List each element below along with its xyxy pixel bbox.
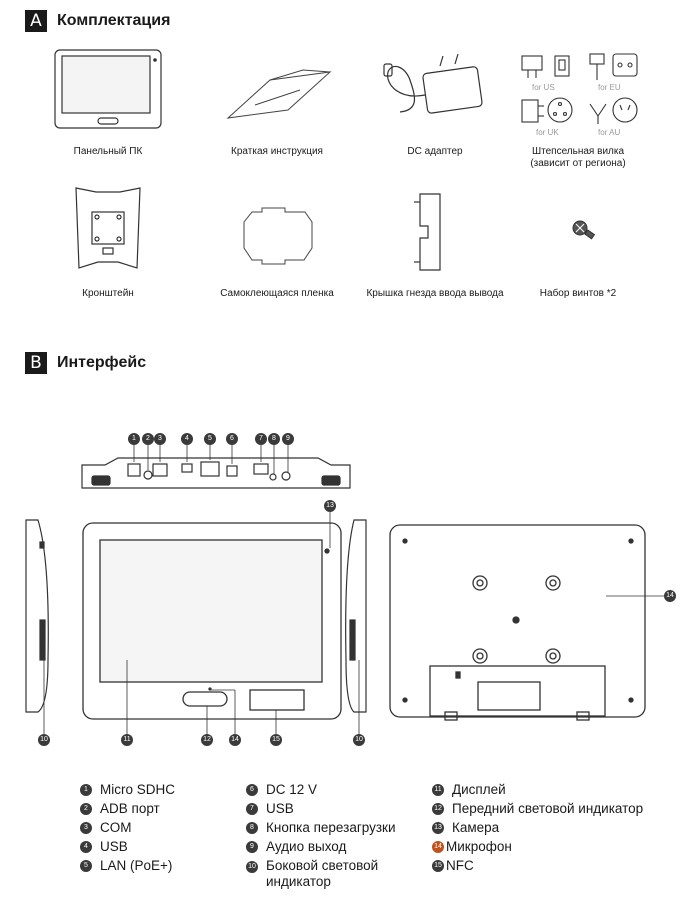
top-edge-view: [81, 457, 351, 489]
panel-pc-illustration: [54, 49, 162, 129]
right-side-view: [345, 519, 367, 713]
callout-marker: 4: [181, 433, 193, 445]
callout-marker: 14: [229, 734, 241, 746]
callout-marker: 11: [121, 734, 133, 746]
callout-marker: 7: [255, 433, 267, 445]
callout-marker: 2: [142, 433, 154, 445]
section-b-title: Интерфейс: [57, 354, 147, 371]
package-item-label: Краткая инструкция: [231, 146, 323, 157]
callout-marker: 9: [282, 433, 294, 445]
dc-adapter-illustration: [383, 53, 483, 114]
adhesive-film-illustration: [243, 207, 313, 265]
package-item-label: DC адаптер: [407, 146, 463, 157]
package-item-label: Панельный ПК: [73, 146, 143, 157]
package-item-label: Крышка гнезда ввода вывода: [366, 288, 504, 299]
callout-marker: 8: [268, 433, 280, 445]
section-a-header: A Комплектация: [25, 10, 170, 32]
plug-region-label: for AU: [598, 128, 621, 137]
callout-marker: 3: [154, 433, 166, 445]
callout-marker: 10: [38, 734, 50, 746]
package-item-label: Штепсельная вилка (зависит от региона): [530, 146, 626, 169]
package-item-label: Кронштейн: [82, 288, 134, 299]
callout-marker: 13: [324, 500, 336, 512]
callout-marker: 12: [201, 734, 213, 746]
quick-guide-illustration: [226, 69, 332, 119]
callout-marker: 6: [226, 433, 238, 445]
package-item-label: Самоклеющаяся пленка: [220, 288, 334, 299]
bracket-illustration: [75, 187, 141, 269]
callout-marker: 1: [128, 433, 140, 445]
front-view: [82, 522, 342, 720]
section-b-header: B Интерфейс: [25, 352, 146, 374]
section-b-letter: B: [25, 352, 47, 374]
plug-region-label: for UK: [536, 128, 559, 137]
back-view: [389, 524, 646, 721]
plug-set-illustration: [521, 53, 638, 124]
section-a-title: Комплектация: [57, 12, 171, 29]
callout-marker: 10: [353, 734, 365, 746]
package-illustrations: [54, 49, 638, 271]
plug-region-label: for EU: [598, 83, 621, 92]
plug-region-label: for US: [532, 83, 555, 92]
callout-marker: 14: [664, 590, 676, 602]
package-item-label: Набор винтов *2: [539, 288, 617, 299]
callout-marker: 5: [204, 433, 216, 445]
callout-leaders: [43, 444, 664, 734]
section-a-letter: A: [25, 10, 47, 32]
screw-set-illustration: [572, 220, 596, 240]
io-cover-illustration: [414, 193, 441, 271]
callout-marker: 15: [270, 734, 282, 746]
left-side-view: [25, 519, 49, 713]
